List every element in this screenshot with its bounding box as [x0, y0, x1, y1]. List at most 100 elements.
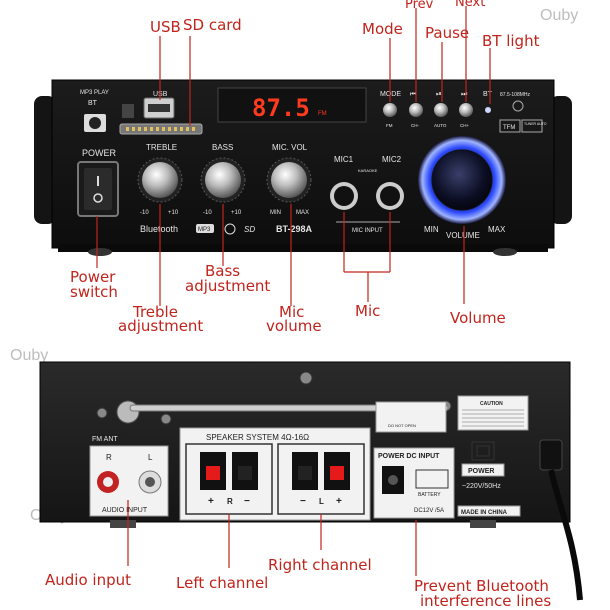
- treble-label: TREBLE: [146, 143, 177, 152]
- callout-mic: Mic: [355, 302, 380, 320]
- rca-left-jack[interactable]: [138, 470, 162, 494]
- right-handle: [550, 96, 572, 224]
- battery-label: BATTERY: [418, 492, 441, 498]
- bt-light: [485, 107, 491, 113]
- fm-antenna-mount[interactable]: [116, 400, 140, 424]
- pause-button[interactable]: [434, 103, 448, 117]
- left-minus-label: −: [244, 496, 250, 507]
- mic-vol-label: MIC. VOL: [272, 143, 308, 152]
- callout-mic-volume-2: volume: [266, 317, 322, 335]
- next-button[interactable]: [459, 103, 473, 117]
- front-panel: MP3 PLAY BT USB POWER 87.5 FM TREBLE BAS…: [34, 79, 572, 256]
- right-plus-label: +: [336, 496, 342, 507]
- dc-spec-label: DC12V /5A: [414, 508, 444, 514]
- mic-input-label: MIC INPUT: [352, 228, 383, 234]
- callout-mode: Mode: [362, 20, 403, 38]
- micvol-max-label: MAX: [296, 210, 309, 216]
- watermark: Ouby: [540, 7, 578, 24]
- play-pause-icon: ⏯: [436, 91, 442, 98]
- callout-usb: USB: [150, 18, 181, 36]
- callout-treble-1: Treble: [132, 303, 178, 321]
- sd-card-slot[interactable]: [119, 123, 203, 135]
- callout-next: Next: [455, 0, 485, 10]
- callout-treble-2: adjustment: [118, 317, 203, 335]
- callout-sd-card: SD card: [183, 16, 242, 34]
- right-minus-label: −: [300, 496, 306, 507]
- callout-right-channel: Right channel: [268, 556, 372, 574]
- bt-button-label: BT: [483, 91, 493, 98]
- callout-bt-light: BT light: [482, 32, 540, 50]
- callout-bass-2: adjustment: [185, 277, 270, 295]
- mic-volume-knob[interactable]: [266, 157, 312, 203]
- screw: [160, 413, 172, 425]
- rear-callouts: [127, 500, 417, 576]
- tfm-badge: [499, 119, 521, 133]
- ac-power-cable[interactable]: [539, 439, 563, 471]
- mic1-jack[interactable]: [330, 182, 358, 210]
- treble-min-label: -10: [140, 210, 149, 216]
- bass-label: BASS: [212, 143, 233, 152]
- volume-max-label: MAX: [488, 225, 506, 234]
- callout-mic-volume-1: Mic: [279, 303, 304, 321]
- double-insulation-icon: [471, 441, 495, 461]
- fm-sub-label: FM: [386, 123, 393, 128]
- audio-r-label: R: [106, 453, 112, 462]
- ch-plus-label: CH+: [460, 123, 469, 128]
- mic2-jack[interactable]: [376, 182, 404, 210]
- ch-minus-label: CH-: [411, 123, 419, 128]
- mode-button-label: MODE: [380, 91, 401, 98]
- ac-spec-label: ~220V/50Hz: [462, 483, 501, 490]
- callout-power-switch-2: switch: [70, 283, 118, 301]
- watermark: Ouby: [10, 347, 48, 364]
- treble-knob[interactable]: [137, 157, 183, 203]
- bluetooth-logo: Bluetooth: [140, 224, 178, 234]
- bass-min-label: -10: [203, 210, 212, 216]
- prev-icon: ⏮: [410, 91, 416, 98]
- audio-l-label: L: [148, 453, 153, 462]
- mp3-play-label: MP3 PLAY: [80, 90, 109, 96]
- bt-label: BT: [88, 100, 98, 107]
- micvol-min-label: MIN: [270, 210, 281, 216]
- tuner-auto-label: TUNER AUTO: [524, 122, 547, 126]
- treble-max-label: +10: [168, 210, 179, 216]
- mode-button[interactable]: [383, 103, 397, 117]
- led-display: [217, 87, 367, 123]
- volume-knob[interactable]: [418, 136, 506, 224]
- volume-min-label: MIN: [424, 225, 439, 234]
- left-r-label: R: [227, 497, 233, 506]
- left-speaker-terminals[interactable]: [200, 452, 258, 490]
- callout-left-channel: Left channel: [176, 574, 268, 592]
- sd-icon: [122, 104, 134, 118]
- caution-label: CAUTION: [480, 401, 503, 407]
- mic1-label: MIC1: [334, 155, 354, 164]
- callout-prev: Prev: [405, 0, 434, 12]
- fm-ant-label: FM ANT: [92, 436, 118, 443]
- power-label: POWER: [82, 148, 117, 158]
- model-label: BT-298A: [276, 224, 313, 234]
- disc-icon: [89, 117, 101, 129]
- display-unit: FM: [318, 111, 327, 117]
- do-not-open-label: DO NOT OPEN: [388, 423, 416, 428]
- audio-input-label: AUDIO INPUT: [102, 507, 148, 514]
- right-speaker-terminals[interactable]: [292, 452, 350, 490]
- speaker-system-label: SPEAKER SYSTEM 4Ω-16Ω: [206, 433, 309, 442]
- bass-max-label: +10: [231, 210, 242, 216]
- callout-volume: Volume: [450, 309, 506, 327]
- rca-right-jack[interactable]: [97, 471, 119, 493]
- callout-pause: Pause: [425, 24, 469, 42]
- screw: [299, 371, 313, 385]
- callout-bass-1: Bass: [205, 262, 240, 280]
- prev-button[interactable]: [409, 103, 423, 117]
- left-plus-label: +: [208, 496, 214, 507]
- screw: [96, 407, 108, 419]
- right-l-label: L: [319, 497, 324, 506]
- power-ac-label: POWER: [468, 468, 494, 475]
- karaoke-label: KARAOKE: [358, 168, 378, 173]
- bass-knob[interactable]: [200, 157, 246, 203]
- mp3-logo: MP3: [198, 227, 211, 233]
- mic2-label: MIC2: [382, 155, 402, 164]
- auto-label: AUTO: [434, 123, 447, 128]
- made-in-china-label: MADE IN CHINA: [461, 510, 508, 516]
- tfm-label: TFM: [503, 125, 515, 131]
- fm-antenna-rod[interactable]: [129, 404, 449, 412]
